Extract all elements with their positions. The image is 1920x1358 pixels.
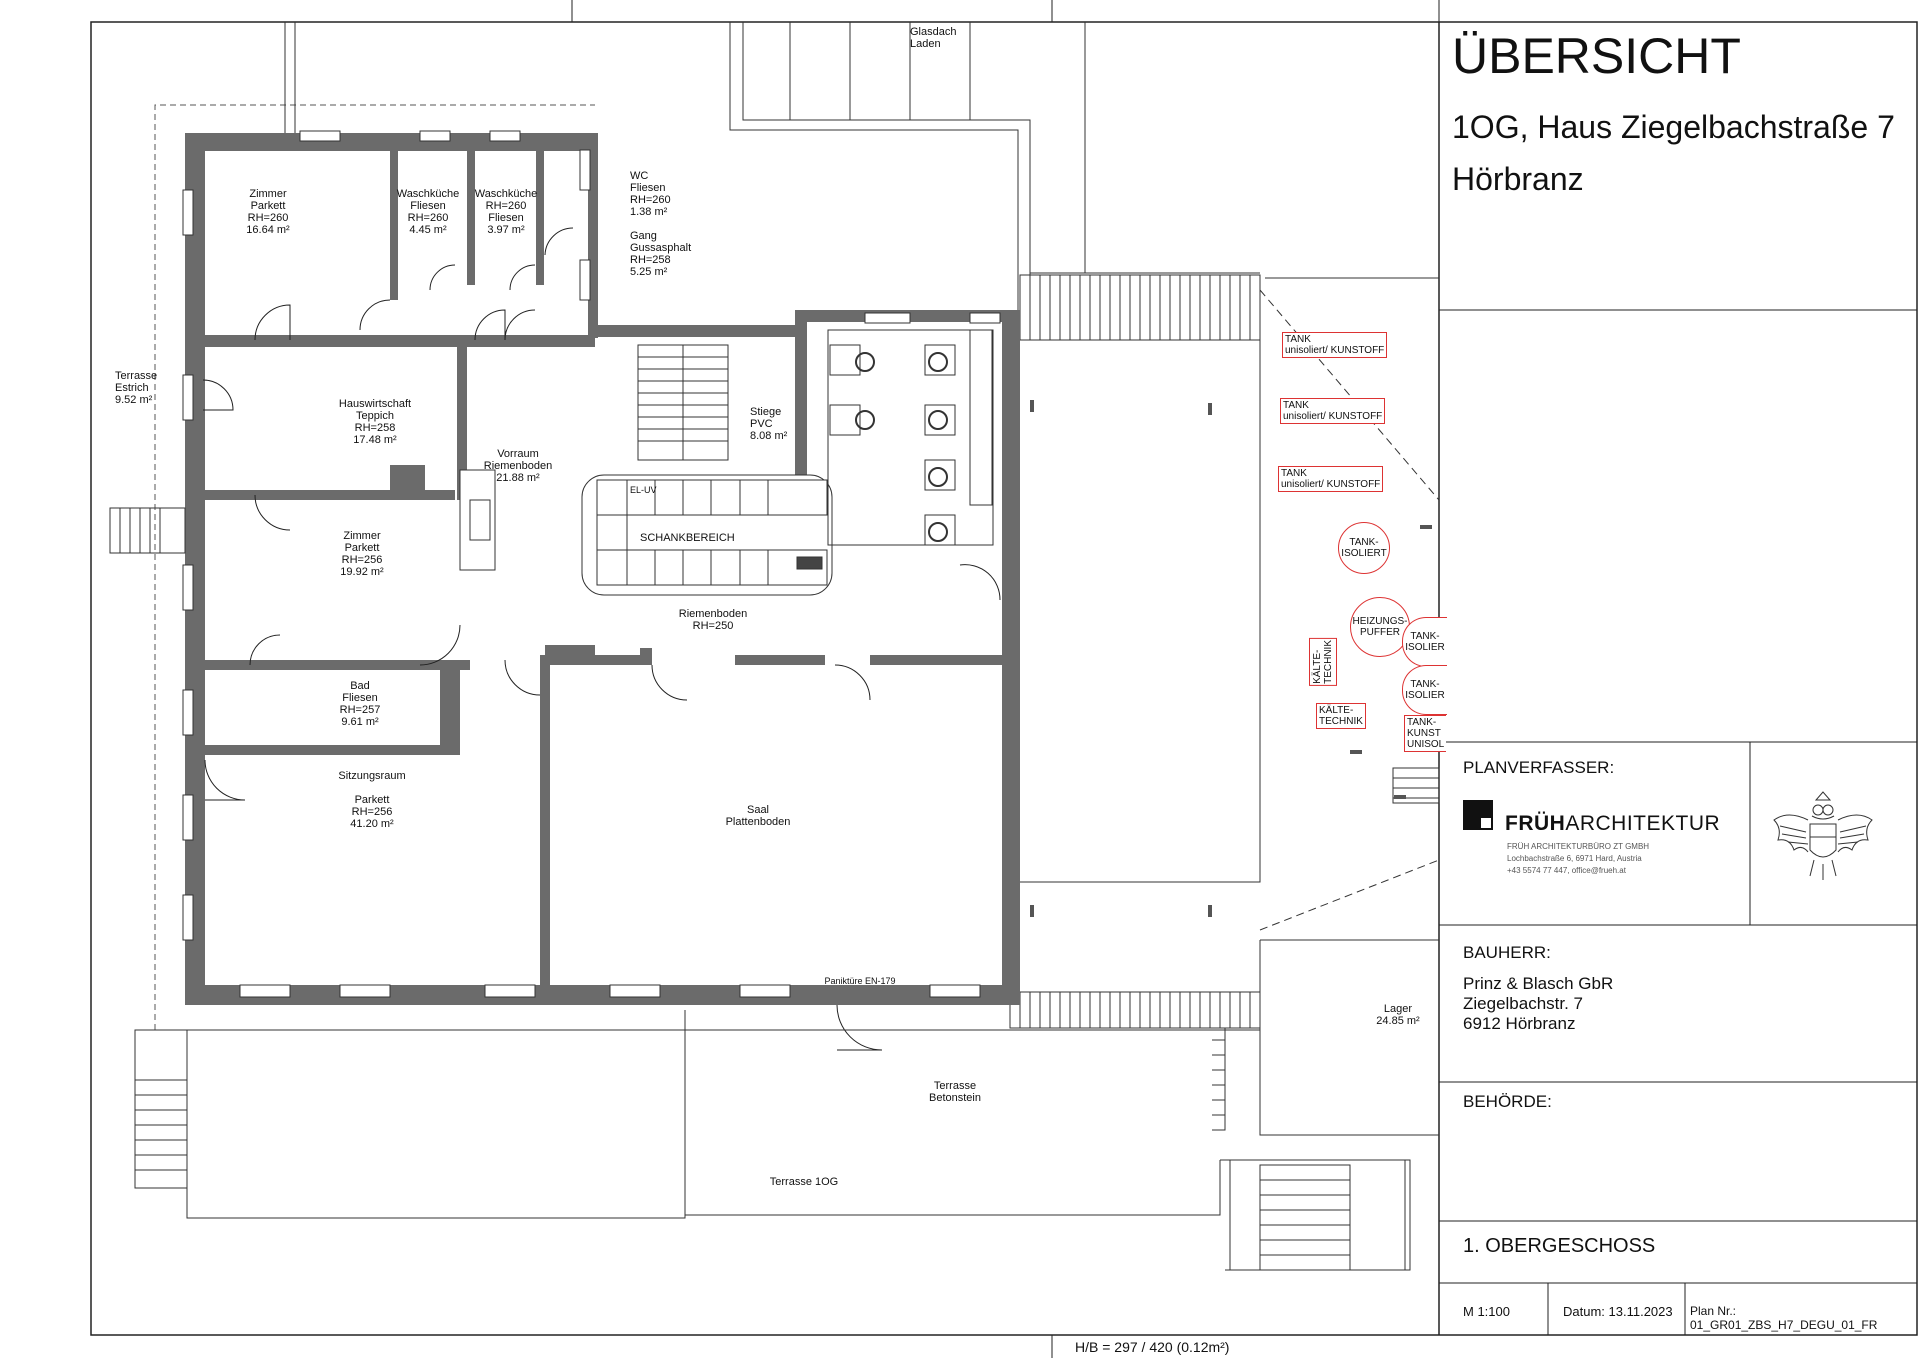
lower-left-stairs [134, 1029, 188, 1189]
sheet-frame [90, 21, 1918, 1336]
room-label-vorraum: Vorraum Riemenboden 21.88 m² [483, 448, 553, 484]
logo-rest: ARCHITEKTUR [1565, 812, 1721, 835]
logo-bold: FRÜH [1505, 812, 1566, 835]
tank-kunststoff-tag: TANK- KUNST UNISOL [1404, 715, 1447, 752]
tank-circle: TANK- ISOLIERT [1338, 522, 1390, 574]
tank-tag: TANK unisoliert/ KUNSTOFF [1278, 466, 1384, 492]
sheet-title: ÜBERSICHT [1452, 28, 1741, 84]
room-label-terrasse-1og: Terrasse 1OG [769, 1176, 839, 1188]
room-label-terrasse-estrich: Terrasse Estrich 9.52 m² [115, 370, 158, 406]
scale-label: M 1:100 [1463, 1304, 1510, 1319]
architect-line2: Lochbachstraße 6, 6971 Hard, Austria [1507, 854, 1642, 863]
left-balcony-rail [109, 507, 186, 554]
heizungspuffer-circle: HEIZUNGS- PUFFER [1350, 597, 1410, 657]
kitchen-area [827, 329, 994, 546]
terrace-outline [154, 104, 595, 1030]
planverfasser-label: PLANVERFASSER: [1463, 758, 1615, 777]
windows [182, 130, 1001, 998]
plan-number-label: Plan Nr.: 01_GR01_ZBS_H7_DEGU_01_FR [1690, 1304, 1878, 1332]
geschoss-label: 1. OBERGESCHOSS [1463, 1235, 1656, 1257]
room-label-bad: Bad Fliesen RH=257 9.61 m² [339, 680, 381, 728]
kaeltetechnik-tag: KÄLTE- TECHNIK [1316, 703, 1366, 729]
stair-hatch-top [1019, 274, 1261, 341]
walls [185, 133, 1020, 1005]
room-label-terrasse-beton: Terrasse Betonstein [929, 1080, 981, 1104]
stair-hatch-bottom [1009, 991, 1261, 1131]
room-label-lager: Lager 24.85 m² [1376, 1003, 1420, 1027]
austrian-eagle-seal-icon [1773, 791, 1873, 880]
room-label-gang: Gang Gussasphalt RH=258 5.25 m² [630, 230, 692, 278]
tank-circle: TANK- ISOLIER [1402, 665, 1447, 715]
logo-mark [1463, 800, 1493, 830]
tank-circle: TANK- ISOLIER [1402, 617, 1447, 667]
room-label-zimmer-1: Zimmer Parkett RH=260 16.64 m² [246, 188, 290, 236]
room-label-schankbereich: SCHANKBEREICH [640, 532, 735, 544]
room-label-waschkueche-2: Waschküche RH=260 Fliesen 3.97 m² [474, 188, 538, 236]
bar-counter [581, 474, 833, 596]
room-label-riemenboden: Riemenboden RH=250 [678, 608, 748, 632]
sheet-size-footer: H/B = 297 / 420 (0.12m²) [1075, 1339, 1230, 1355]
sheet-subtitle: 1OG, Haus Ziegelbachstraße 7 [1452, 109, 1895, 145]
room-label-saal: Saal Plattenboden [725, 804, 791, 828]
columns [1030, 400, 1432, 917]
room-label-wc: WC Fliesen RH=260 1.38 m² [630, 170, 671, 218]
tank-tag: TANK unisoliert/ KUNSTOFF [1282, 332, 1388, 358]
fireplace [459, 469, 496, 571]
architect-line1: FRÜH ARCHITEKTURBÜRO ZT GMBH [1507, 842, 1650, 851]
behoerde-label: BEHÖRDE: [1463, 1092, 1552, 1111]
kaeltetechnik-tag: KÄLTE- TECHNIK [1309, 638, 1337, 686]
bauherr-text: Prinz & Blasch GbR Ziegelbachstr. 7 6912… [1463, 974, 1614, 1033]
central-stairs [637, 344, 729, 461]
architect-logo-text: FRÜHARCHITEKTUR [1505, 812, 1720, 836]
terrace-outline-bottom [186, 1010, 1411, 1271]
room-label-zimmer-2: Zimmer Parkett RH=256 19.92 m² [340, 530, 384, 578]
room-label-stiege: Stiege PVC 8.08 m² [750, 406, 788, 442]
room-label-sitzungsraum: Sitzungsraum Parkett RH=256 41.20 m² [338, 770, 406, 830]
tank-tag: TANK unisoliert/ KUNSTOFF [1280, 398, 1386, 424]
sheet-location: Hörbranz [1452, 161, 1584, 197]
room-label-el-uv: EL-UV [630, 485, 657, 495]
bauherr-label: BAUHERR: [1463, 943, 1551, 962]
room-label-hauswirtschaft: Hauswirtschaft Teppich RH=258 17.48 m² [338, 398, 412, 446]
room-label-glasdach: Glasdach Laden [910, 26, 957, 50]
room-label-waschkueche-1: Waschküche Fliesen RH=260 4.45 m² [396, 188, 460, 236]
architect-line3: +43 5574 77 447, office@frueh.at [1507, 866, 1626, 875]
date-label: Datum: 13.11.2023 [1563, 1304, 1673, 1319]
lower-stairwell [1229, 1159, 1406, 1271]
room-label-paniktuer: Paniktüre EN-179 [824, 976, 896, 986]
doors [202, 227, 1001, 1051]
